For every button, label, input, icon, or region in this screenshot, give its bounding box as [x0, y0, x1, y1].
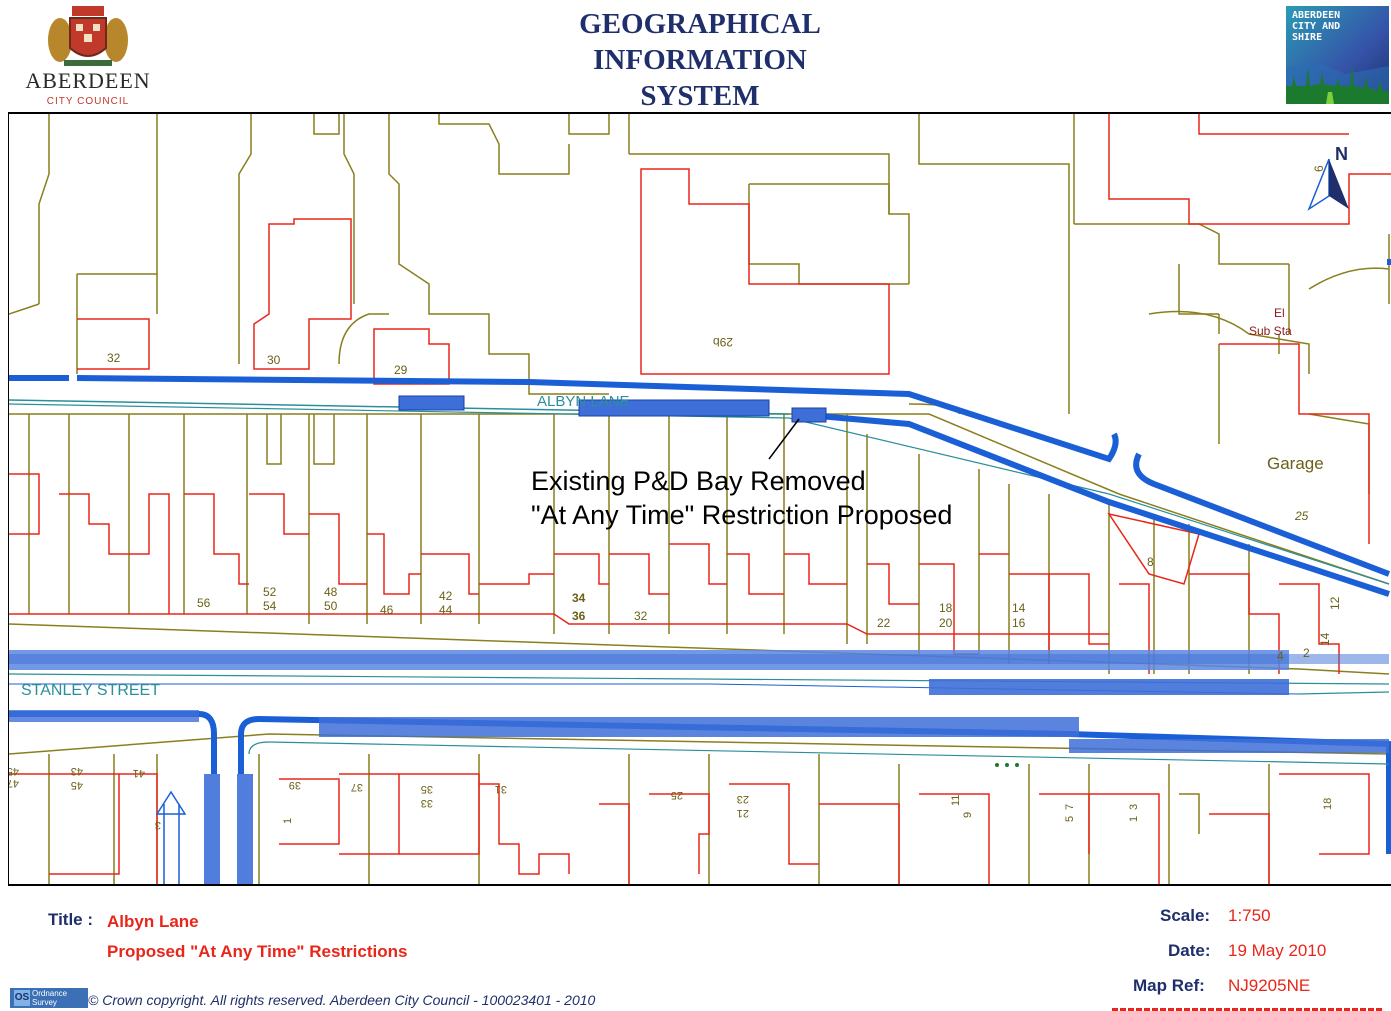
house-number: 25	[671, 789, 683, 801]
house-number: 18	[939, 601, 953, 615]
house-number: 45	[71, 779, 83, 791]
house-number: 23	[737, 793, 749, 805]
ordnance-survey-logo: OS Ordnance Survey	[10, 988, 88, 1008]
map-svg[interactable]: N 32 30 29 29b 6 56 52 54 48 50 46 42 44…	[9, 114, 1391, 884]
house-number: 8	[1147, 555, 1154, 569]
street-label-albyn-lane: ALBYN LANE	[537, 393, 630, 410]
title-label: Title :	[48, 910, 94, 929]
stanley-street-road	[9, 650, 1391, 884]
house-number: 50	[324, 599, 338, 613]
street-label-stanley-street: STANLEY STREET	[21, 682, 160, 699]
map-ref-label: Map Ref:	[1133, 976, 1205, 995]
substation-label-line-2: Sub Sta	[1249, 324, 1292, 338]
house-number: 43	[71, 765, 83, 777]
os-logo-icon: OS	[14, 990, 30, 1006]
house-number: 29	[394, 363, 408, 377]
house-number: 37	[351, 781, 363, 793]
house-number: 44	[439, 603, 453, 617]
north-label: N	[1335, 144, 1348, 164]
house-number: 32	[634, 609, 648, 623]
house-number: 30	[267, 353, 281, 367]
subtitle-value: Proposed "At Any Time" Restrictions	[107, 942, 408, 961]
partner-logo-line-3: SHIRE	[1292, 32, 1323, 43]
annotation-line-2: "At Any Time" Restriction Proposed	[531, 500, 952, 530]
scale-label: Scale:	[1160, 906, 1211, 925]
house-number: 4	[1277, 649, 1284, 663]
house-number: 56	[197, 596, 211, 610]
date-value: 19 May 2010	[1228, 941, 1327, 960]
house-number: 22	[877, 616, 891, 630]
house-number: 34	[572, 591, 586, 605]
property-outlines	[9, 114, 1391, 884]
map-canvas[interactable]: N 32 30 29 29b 6 56 52 54 48 50 46 42 44…	[8, 112, 1391, 886]
house-number: 3	[155, 819, 161, 831]
partner-logo-line-1: ABERDEEN	[1292, 10, 1341, 21]
house-number: 54	[263, 599, 277, 613]
house-number: 29b	[713, 335, 733, 349]
house-number: 16	[1012, 616, 1026, 630]
house-number: 14	[1318, 632, 1332, 646]
house-number: 35	[421, 783, 433, 795]
annotation-line-1: Existing P&D Bay Removed	[531, 466, 866, 496]
os-logo-text: Ordnance Survey	[32, 989, 68, 1007]
house-number: 39	[289, 779, 301, 791]
partner-logo-line-2: CITY AND	[1292, 21, 1341, 32]
house-number: 9	[962, 812, 974, 818]
house-number: 18	[1322, 798, 1334, 810]
date-label: Date:	[1168, 941, 1211, 960]
substation-label-line-1: El	[1274, 306, 1285, 320]
house-number: 14	[1012, 601, 1026, 615]
north-arrow: N	[1307, 144, 1349, 211]
house-number: 47	[9, 777, 19, 789]
aberdeen-city-council-logo: ABERDEEN CITY COUNCIL	[8, 2, 168, 108]
garage-label: Garage	[1267, 454, 1324, 473]
scale-value: 1:750	[1228, 906, 1271, 925]
house-number: 2	[1303, 646, 1310, 660]
city-skyline-icon	[1286, 6, 1389, 104]
house-number: 32	[107, 351, 121, 365]
house-number: 52	[263, 585, 277, 599]
title-line-3: SYSTEM	[640, 80, 760, 112]
copyright-notice: © Crown copyright. All rights reserved. …	[88, 992, 596, 1008]
house-number: 11	[950, 795, 962, 806]
house-number: 5	[1064, 816, 1076, 822]
page-title: GEOGRAPHICAL INFORMATION SYSTEM	[520, 6, 880, 114]
title-line-2: INFORMATION	[593, 44, 807, 76]
albyn-lane-road	[9, 259, 1391, 597]
house-number: 25	[1294, 509, 1309, 523]
house-number: 21	[737, 807, 749, 819]
house-number: 46	[380, 603, 394, 617]
map-labels: ALBYN LANE STANLEY STREET El Sub Sta Gar…	[21, 306, 1324, 699]
house-number: 48	[324, 585, 338, 599]
house-number: 6	[1312, 165, 1326, 172]
council-name: ABERDEEN	[25, 68, 151, 93]
map-ref-value: NJ9205NE	[1228, 976, 1311, 995]
house-number: 33	[421, 797, 433, 809]
partner-logo-text: ABERDEEN CITY AND SHIRE	[1292, 10, 1340, 43]
house-number: 7	[1064, 804, 1076, 810]
map-footer: Title : Albyn Lane Proposed "At Any Time…	[0, 884, 1391, 1011]
house-number: 36	[572, 609, 586, 623]
coat-of-arms-icon	[48, 6, 128, 66]
house-numbers: 32 30 29 29b 6 56 52 54 48 50 46 42 44 3…	[9, 165, 1342, 831]
house-number: 1	[1128, 816, 1140, 822]
house-number: 20	[939, 616, 953, 630]
house-number: 45	[9, 765, 19, 777]
house-number: 31	[495, 783, 507, 795]
fineprint-line	[1112, 1008, 1382, 1011]
council-subtitle: CITY COUNCIL	[46, 96, 130, 107]
aberdeen-city-and-shire-logo: ABERDEEN CITY AND SHIRE	[1286, 6, 1389, 104]
title-value: Albyn Lane	[107, 912, 199, 931]
house-number: 41	[133, 767, 145, 779]
title-line-1: GEOGRAPHICAL	[579, 8, 821, 40]
header: ABERDEEN CITY COUNCIL GEOGRAPHICAL INFOR…	[0, 0, 1391, 112]
house-number: 3	[1128, 804, 1140, 810]
house-number: 42	[439, 589, 453, 603]
house-number: 1	[282, 818, 294, 824]
house-number: 12	[1328, 596, 1342, 610]
